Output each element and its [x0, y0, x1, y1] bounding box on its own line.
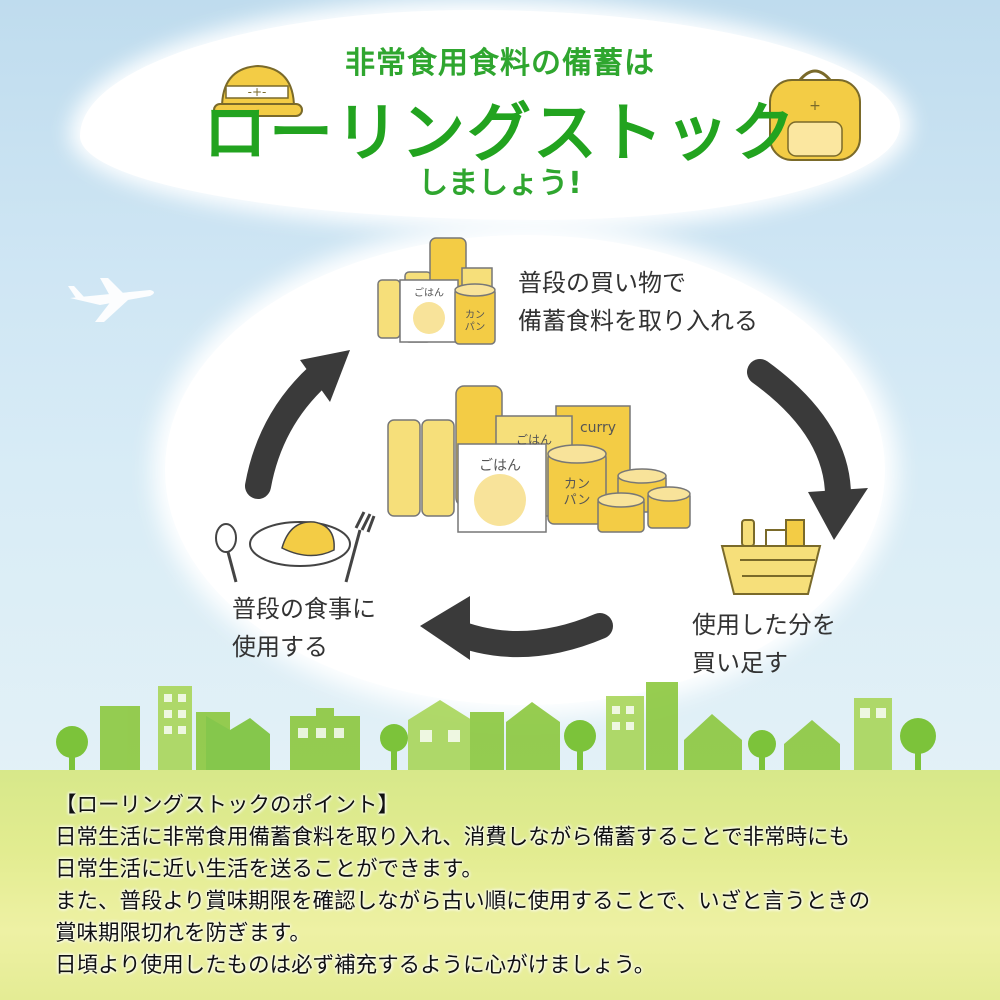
grass-background [0, 770, 1000, 1000]
points-line-5: 日頃より使用したものは必ず補充するように心がけましょう。 [55, 953, 656, 978]
points-heading: 【ローリングストックのポイント】 [55, 793, 400, 818]
cycle-arrow-left [245, 350, 350, 499]
rice-pack-label-back: ごはん [516, 432, 552, 447]
can-label-line2: パン [564, 493, 591, 508]
basket-icon [720, 519, 822, 595]
step-refill-label: 使用した分を 買い足す [692, 606, 836, 682]
title-main: ローリングストック [203, 97, 797, 171]
spoon-icon [215, 523, 238, 583]
points-line-4: 賞味期限切れを防ぎます。 [55, 921, 311, 946]
fork-icon [344, 511, 376, 583]
stock-products-center [387, 385, 691, 533]
step-buy-line-1: 普段の買い物で [518, 269, 686, 297]
points-text-block: 【ローリングストックのポイント】 日常生活に非常食用備蓄食料を取り入れ、消費しな… [55, 790, 985, 982]
step-buy-label: 普段の買い物で 備蓄食料を取り入れる [518, 264, 758, 340]
can-label-small-line1: カン [465, 309, 485, 321]
step-eat-label: 普段の食事に 使用する [232, 590, 376, 666]
rice-pack-label: ごはん [479, 458, 521, 474]
building-windows [164, 694, 886, 742]
svg-text:+: + [809, 98, 821, 114]
points-line-2: 日常生活に近い生活を送ることができます。 [55, 857, 483, 882]
curry-pack-label: curry [580, 420, 616, 436]
airplane-icon [68, 278, 154, 322]
step-eat-line-1: 普段の食事に [232, 595, 376, 623]
can-label-line1: カン [564, 477, 590, 492]
tree-icon [56, 718, 936, 780]
cycle-arrow-bottom [420, 596, 613, 660]
city-skyline [100, 682, 892, 780]
step-eat-line-2: 使用する [232, 633, 328, 661]
step-buy-line-2: 備蓄食料を取り入れる [518, 307, 758, 335]
step-refill-line-2: 買い足す [692, 649, 788, 677]
helmet-icon: -+- [213, 64, 303, 117]
can-label-small-line2: パン [465, 321, 486, 333]
step-refill-line-1: 使用した分を [692, 611, 836, 639]
curry-plate-icon [249, 521, 351, 567]
title-line-1: 非常食用食料の備蓄は [345, 46, 655, 81]
cycle-arrow-right [747, 359, 868, 540]
svg-text:-+-: -+- [248, 85, 267, 99]
points-line-3: また、普段より賞味期限を確認しながら古い順に使用することで、いざと言うときの [55, 889, 871, 914]
points-line-1: 日常生活に非常食用備蓄食料を取り入れ、消費しながら備蓄することで非常時にも [55, 825, 851, 850]
title-line-3: しましょう! [418, 166, 582, 201]
backpack-icon: + [769, 69, 861, 161]
rice-pack-label-small: ごはん [414, 286, 444, 299]
stock-products-top [377, 237, 496, 345]
